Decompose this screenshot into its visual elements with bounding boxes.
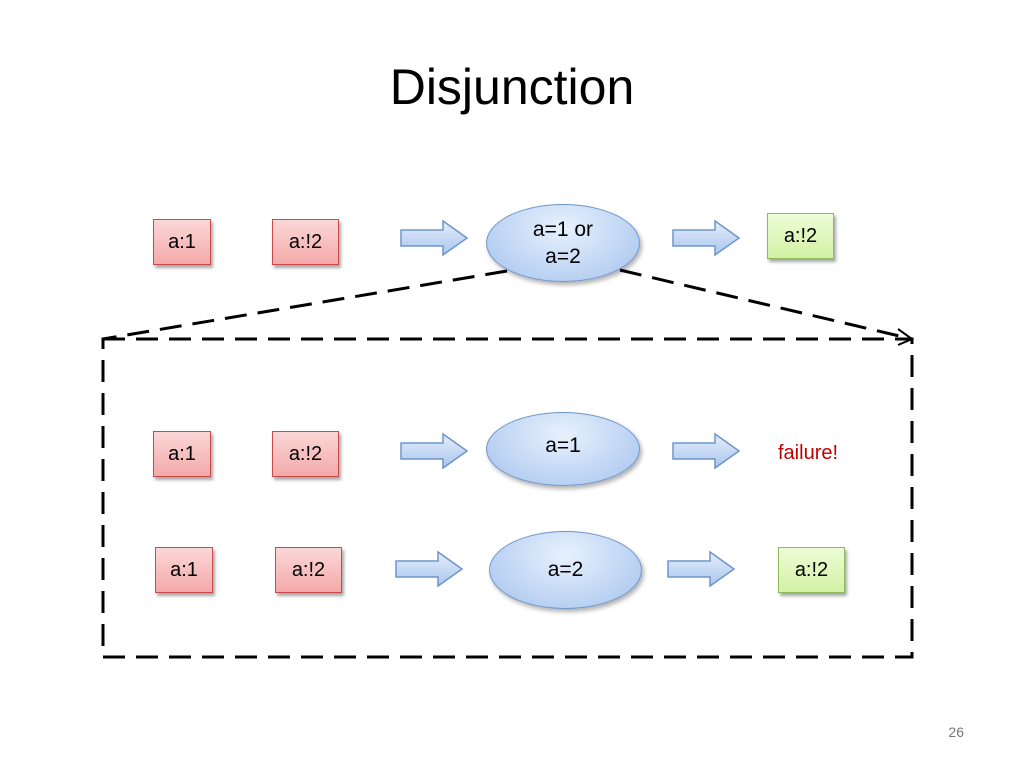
expansion-line-right (619, 268, 913, 341)
condition-label: a=2 (547, 558, 584, 582)
output-box-a-not2: a:!2 (778, 547, 845, 593)
input-box-a-not2: a:!2 (272, 431, 339, 477)
condition-line-1: a=1 or (532, 217, 594, 241)
condition-line-2: a=2 (545, 245, 581, 268)
expansion-line-arrowhead (897, 328, 915, 346)
input-box-a1: a:1 (153, 219, 211, 265)
block-arrow (667, 550, 736, 588)
input-box-a-not2: a:!2 (275, 547, 342, 593)
condition-ellipse-a2: a=2 (489, 531, 642, 609)
output-box-a-not2: a:!2 (767, 213, 834, 259)
condition-ellipse-a1: a=1 (486, 412, 640, 486)
condition-ellipse-or: a=1 or a=2 (486, 204, 640, 282)
block-arrow (395, 550, 464, 588)
expansion-line-left (102, 269, 508, 341)
expansion-box (101, 337, 914, 659)
slide-title: Disjunction (389, 59, 635, 115)
block-arrow (400, 432, 469, 470)
failure-text: failure! (778, 442, 839, 464)
page-number: 26 (948, 724, 964, 740)
block-arrow (400, 219, 469, 257)
condition-label: a=1 (545, 434, 581, 458)
input-box-a1: a:1 (153, 431, 211, 477)
input-box-a-not2: a:!2 (272, 219, 339, 265)
input-box-a1: a:1 (155, 547, 213, 593)
block-arrow (672, 432, 741, 470)
block-arrow (672, 219, 741, 257)
